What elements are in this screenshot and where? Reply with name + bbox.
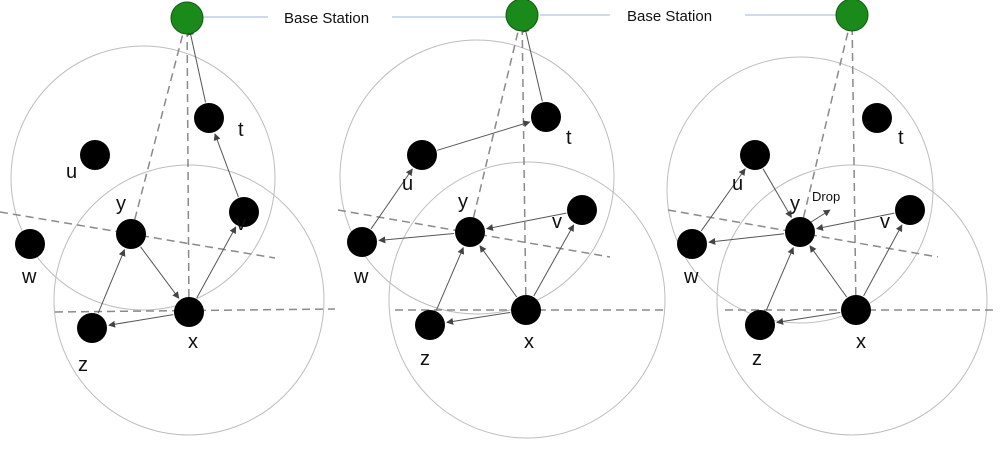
node-label-v: v <box>552 211 562 233</box>
edge-x-to-v <box>863 224 903 297</box>
edge-w-to-u <box>700 168 746 232</box>
dashed-link-y-to-base-station <box>472 25 521 218</box>
node-z <box>77 313 107 343</box>
partition-line <box>54 308 336 313</box>
node-label-v: v <box>236 213 246 235</box>
edge-u-to-y <box>762 168 792 218</box>
node-x <box>174 297 204 327</box>
edge-y-to-w <box>378 232 455 244</box>
drop-arrow <box>807 209 831 225</box>
edge-x-to-v <box>533 224 575 297</box>
node-t <box>194 103 224 133</box>
node-w <box>347 227 377 257</box>
node-z <box>415 310 445 340</box>
base-station-node <box>835 0 869 32</box>
panel-3: Drop t u v w x y z <box>666 0 995 436</box>
node-v <box>229 197 259 227</box>
edge-v-to-y <box>815 212 895 231</box>
node-label-y: y <box>116 193 126 215</box>
node-label-t: t <box>566 127 572 149</box>
range-circle <box>666 56 934 324</box>
panels: t u v w x y z t u v w x y z Drop t u v w x y z <box>0 0 995 439</box>
node-label-w: w <box>683 266 699 288</box>
partition-line <box>337 209 611 258</box>
range-circle <box>716 164 988 436</box>
dashed-link-y-to-base-station <box>802 25 851 218</box>
node-y <box>116 219 146 249</box>
edge-x-to-z <box>776 311 841 325</box>
node-t <box>862 103 892 133</box>
node-u <box>740 140 770 170</box>
edge-z-to-y <box>97 249 126 314</box>
node-u <box>407 140 437 170</box>
node-label-z: z <box>752 348 762 370</box>
node-label-x: x <box>524 331 534 353</box>
node-label-w: w <box>353 266 369 288</box>
node-v <box>567 195 597 225</box>
node-label-z: z <box>420 348 430 370</box>
range-circle <box>388 161 666 439</box>
node-u <box>80 140 110 170</box>
range-circle <box>53 164 325 436</box>
node-w <box>677 229 707 259</box>
node-label-y: y <box>458 191 468 213</box>
node-y <box>785 217 815 247</box>
node-label-x: x <box>188 331 198 353</box>
edge-x-to-y <box>809 245 848 298</box>
dashed-link-x-to-base-station <box>851 25 857 296</box>
base-station-label-2: Base Station <box>627 8 712 25</box>
edge-z-to-y <box>765 246 795 311</box>
panel-2: t u v w x y z <box>337 0 668 439</box>
range-circle <box>10 45 276 311</box>
base-station-label-1: Base Station <box>284 10 369 27</box>
dashed-link-x-to-base-station <box>186 28 190 298</box>
node-v <box>895 195 925 225</box>
edge-y-to-x <box>140 246 180 299</box>
node-z <box>745 310 775 340</box>
node-label-z: z <box>78 354 88 376</box>
edge-t-to-base-station <box>522 25 543 102</box>
partition-line <box>0 211 276 259</box>
panel-1: t u v w x y z <box>0 1 336 436</box>
node-label-u: u <box>732 173 743 195</box>
base-station-node <box>170 1 204 35</box>
edge-x-to-z <box>446 311 511 325</box>
edge-w-to-u <box>370 168 413 230</box>
edge-x-to-v <box>196 226 237 299</box>
node-label-u: u <box>402 173 413 195</box>
node-x <box>511 295 541 325</box>
node-label-x: x <box>856 331 866 353</box>
node-y <box>455 217 485 247</box>
edge-t-to-base-station <box>187 28 207 103</box>
dashed-link-x-to-base-station <box>521 25 527 296</box>
edge-x-to-z <box>108 314 174 328</box>
drop-label: Drop <box>812 189 840 204</box>
node-t <box>531 102 561 132</box>
edge-z-to-y <box>435 246 465 311</box>
node-label-t: t <box>898 127 904 149</box>
node-label-v: v <box>880 211 890 233</box>
node-label-w: w <box>21 266 37 288</box>
node-label-t: t <box>238 119 244 141</box>
node-x <box>841 295 871 325</box>
range-circle <box>339 39 615 315</box>
edge-u-to-t <box>437 120 531 151</box>
base-station-node <box>505 0 539 32</box>
node-w <box>15 229 45 259</box>
edge-y-to-w <box>708 233 785 245</box>
node-label-y: y <box>790 193 800 215</box>
dashed-link-y-to-base-station <box>134 28 185 220</box>
node-label-u: u <box>66 161 77 183</box>
edge-v-to-y <box>485 212 567 231</box>
edge-v-to-t <box>213 133 239 198</box>
edge-x-to-y <box>479 245 518 298</box>
